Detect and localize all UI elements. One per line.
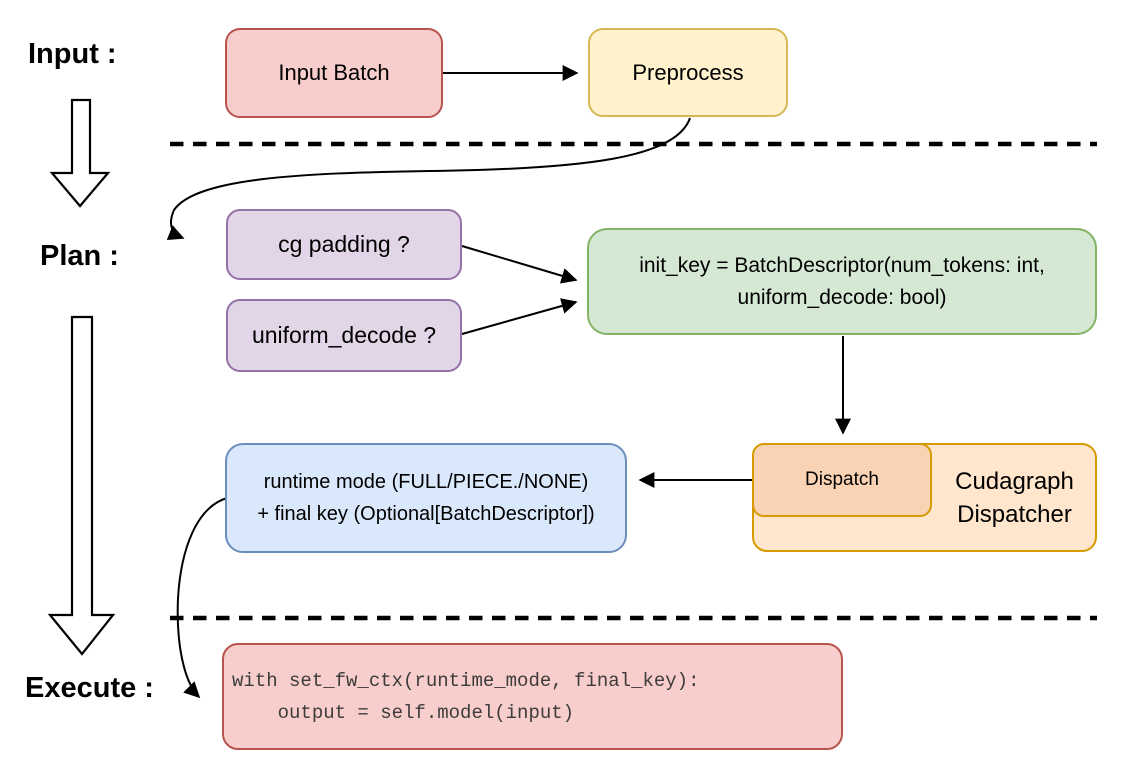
stage-arrow-input-to-plan-icon — [49, 98, 111, 208]
node-uniform-decode-label: uniform_decode ? — [251, 322, 437, 348]
node-cudagraph-dispatcher-line2: Dispatcher — [957, 500, 1072, 528]
node-runtime-mode-line1: runtime mode (FULL/PIECE./NONE) — [263, 471, 589, 493]
node-init-key-line1: init_key = BatchDescriptor(num_tokens: i… — [639, 253, 1045, 277]
node-execute-code: with set_fw_ctx(runtime_mode, final_key)… — [222, 643, 843, 750]
node-runtime-mode-line2: + final key (Optional[BatchDescriptor]) — [257, 503, 595, 525]
node-execute-code-line2: output = self.model(input) — [232, 701, 575, 724]
node-execute-code-line1: with set_fw_ctx(runtime_mode, final_key)… — [232, 669, 700, 692]
node-dispatch-label: Dispatch — [805, 469, 879, 490]
node-preprocess-label: Preprocess — [632, 59, 744, 85]
node-init-key-line2: uniform_decode: bool) — [737, 285, 947, 309]
node-cg-padding-label: cg padding ? — [278, 231, 410, 257]
node-cg-padding: cg padding ? — [226, 209, 462, 280]
connector-runtime-mode-to-execute-code — [176, 497, 228, 699]
node-init-key: init_key = BatchDescriptor(num_tokens: i… — [587, 228, 1097, 335]
node-cudagraph-dispatcher-title: Cudagraph Dispatcher — [932, 443, 1097, 552]
stage-label-execute: Execute : — [25, 672, 154, 704]
stage-label-plan: Plan : — [40, 240, 119, 272]
node-input-batch: Input Batch — [225, 28, 443, 118]
node-cudagraph-dispatcher-line1: Cudagraph — [955, 467, 1074, 495]
connector-uniform-decode-to-init-key — [461, 298, 578, 335]
node-input-batch-label: Input Batch — [278, 60, 390, 85]
node-runtime-mode: runtime mode (FULL/PIECE./NONE) + final … — [225, 443, 627, 553]
node-preprocess: Preprocess — [588, 28, 788, 117]
node-uniform-decode: uniform_decode ? — [226, 299, 462, 372]
stage-label-input: Input : — [28, 38, 117, 70]
node-dispatch: Dispatch — [752, 443, 932, 517]
connector-cg-padding-to-init-key — [461, 245, 578, 284]
stage-arrow-plan-to-execute-icon — [47, 315, 116, 656]
